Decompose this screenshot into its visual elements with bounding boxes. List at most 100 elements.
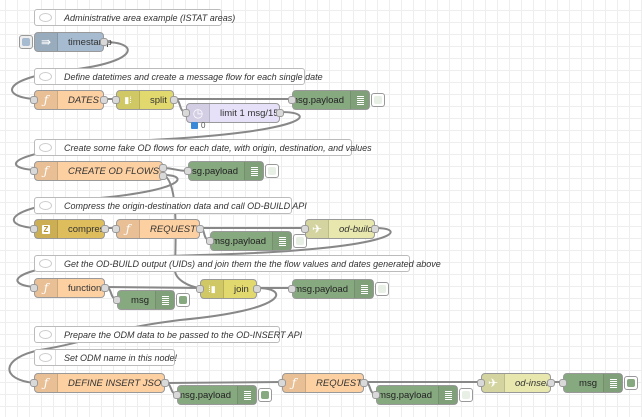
function-icon: ƒ	[35, 279, 58, 297]
timer-icon: ◷	[187, 104, 210, 122]
comment-icon	[35, 140, 56, 155]
input-port[interactable]	[112, 225, 120, 233]
inject-node-timestamp[interactable]: ⇛ timestamp	[19, 32, 112, 52]
output-port[interactable]	[360, 379, 368, 387]
debug-node-msg-payload-6[interactable]: msg.payload	[173, 385, 272, 405]
input-port[interactable]	[30, 96, 38, 104]
function-icon: ƒ	[35, 91, 58, 109]
function-icon: ƒ	[35, 162, 58, 180]
function-icon: ƒ	[117, 220, 140, 238]
input-port[interactable]	[112, 96, 120, 104]
input-port[interactable]	[113, 296, 121, 304]
output-port[interactable]	[100, 96, 108, 104]
output-port-1[interactable]	[159, 164, 167, 172]
comment-admin-area[interactable]: Administrative area example (ISTAT areas…	[34, 9, 235, 26]
join-icon: ⁞▮	[201, 280, 224, 298]
split-node[interactable]: ▮⁞ split	[112, 90, 178, 110]
input-port[interactable]	[30, 284, 38, 292]
delay-node-limit[interactable]: ◷ limit 1 msg/15s	[182, 103, 284, 123]
input-port[interactable]	[559, 379, 567, 387]
comment-compress[interactable]: Compress the origin-destination data and…	[34, 197, 307, 214]
debug-toggle[interactable]	[371, 93, 385, 107]
output-port[interactable]	[371, 225, 379, 233]
function-node-create-od-flows[interactable]: ƒ CREATE OD FLOWS	[30, 161, 167, 181]
function-node-request-2[interactable]: ƒ REQUEST	[278, 373, 368, 393]
function-node-request-1[interactable]: ƒ REQUEST	[112, 219, 204, 239]
output-port[interactable]	[196, 225, 204, 233]
input-port[interactable]	[196, 285, 204, 293]
list-icon	[438, 386, 457, 404]
debug-node-msg-1[interactable]: msg	[113, 290, 190, 310]
inject-button[interactable]	[19, 35, 33, 49]
split-icon: ▮⁞	[117, 91, 140, 109]
output-port[interactable]	[101, 284, 109, 292]
debug-node-msg-2[interactable]: msg	[559, 373, 638, 393]
input-port[interactable]	[173, 391, 181, 399]
input-port[interactable]	[477, 379, 485, 387]
comment-icon	[35, 69, 56, 84]
list-icon	[237, 386, 256, 404]
input-port[interactable]	[184, 167, 192, 175]
output-port[interactable]	[101, 225, 109, 233]
debug-toggle[interactable]	[265, 164, 279, 178]
list-icon	[155, 291, 174, 309]
api-icon: ✈	[306, 220, 329, 238]
output-port[interactable]	[276, 109, 284, 117]
output-port-2[interactable]	[159, 172, 167, 180]
list-icon	[350, 91, 369, 109]
api-node-od-insert[interactable]: ✈ od-insert	[477, 373, 555, 393]
zip-node-compress[interactable]: Z compress	[30, 219, 109, 239]
input-port[interactable]	[206, 237, 214, 245]
input-port[interactable]	[372, 391, 380, 399]
debug-toggle[interactable]	[293, 234, 307, 248]
comment-define-datetimes[interactable]: Define datetimes and create a message fl…	[34, 68, 323, 85]
input-port[interactable]	[301, 225, 309, 233]
wire	[104, 286, 201, 289]
comment-prepare-odm[interactable]: Prepare the ODM data to be passed to the…	[34, 326, 302, 343]
function-node-function[interactable]: ƒ function	[30, 278, 109, 298]
output-port[interactable]	[547, 379, 555, 387]
output-port[interactable]	[170, 96, 178, 104]
zip-icon: Z	[35, 220, 58, 238]
debug-toggle[interactable]	[258, 388, 272, 402]
comment-icon	[35, 256, 56, 271]
input-port[interactable]	[30, 167, 38, 175]
api-node-od-build[interactable]: ✈ od-build	[301, 219, 379, 239]
output-port[interactable]	[253, 285, 261, 293]
input-port[interactable]	[278, 379, 286, 387]
comment-icon	[35, 198, 56, 213]
list-icon	[354, 280, 373, 298]
input-port[interactable]	[30, 225, 38, 233]
debug-node-msg-payload-5[interactable]: msg.payload	[288, 279, 389, 299]
input-port[interactable]	[30, 379, 38, 387]
input-port[interactable]	[288, 96, 296, 104]
output-port[interactable]	[100, 38, 108, 46]
input-port[interactable]	[182, 109, 190, 117]
arrow-right-icon: ⇛	[35, 33, 58, 51]
comment-icon	[35, 350, 56, 365]
debug-toggle[interactable]	[459, 388, 473, 402]
debug-node-msg-payload-3[interactable]: msg.payload	[206, 231, 307, 251]
api-icon: ✈	[482, 374, 505, 392]
join-node[interactable]: ⁞▮ join	[196, 279, 261, 299]
list-icon	[272, 232, 291, 250]
comment-set-odm-name[interactable]: Set ODM name in this node!	[34, 349, 177, 366]
comment-create-fake-od[interactable]: Create some fake OD flows for each date,…	[34, 139, 372, 156]
function-node-define-insert-json[interactable]: ƒ DEFINE INSERT JSON	[30, 373, 169, 393]
comment-icon	[35, 327, 56, 342]
function-icon: ƒ	[283, 374, 306, 392]
list-icon	[603, 374, 622, 392]
function-node-dates[interactable]: ƒ DATES	[30, 90, 108, 110]
debug-node-msg-payload-7[interactable]: msg.payload	[372, 385, 473, 405]
debug-toggle[interactable]	[375, 282, 389, 296]
status-dot-icon	[191, 122, 198, 129]
node-status: 0	[191, 121, 205, 130]
debug-toggle[interactable]	[624, 376, 638, 390]
comment-get-od-build[interactable]: Get the OD-BUILD output (UIDs) and join …	[34, 255, 441, 272]
input-port[interactable]	[288, 285, 296, 293]
debug-node-msg-payload-1[interactable]: msg.payload	[288, 90, 385, 110]
debug-node-msg-payload-2[interactable]: msg.payload	[184, 161, 279, 181]
debug-toggle[interactable]	[176, 293, 190, 307]
output-port[interactable]	[161, 379, 169, 387]
wire	[164, 381, 283, 384]
